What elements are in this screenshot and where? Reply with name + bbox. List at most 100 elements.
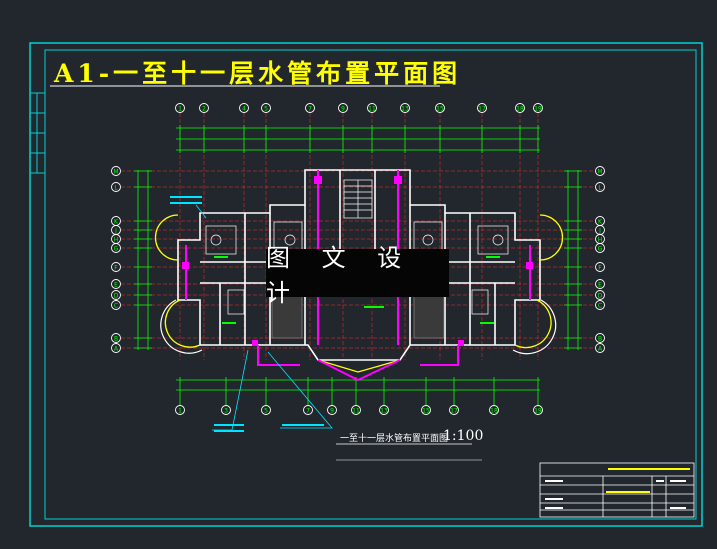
axis-bubble-top-4: 4 (239, 103, 249, 113)
axis-bubble-left-K: K (111, 216, 121, 226)
axis-bubble-bottom-18: 18 (489, 405, 499, 415)
axis-bubble-left-D: D (111, 290, 121, 300)
svg-text:7: 7 (308, 106, 312, 113)
svg-text:17: 17 (478, 106, 486, 113)
axis-bubble-bottom-17: 17 (449, 405, 459, 415)
axis-bubble-right-A: A (595, 343, 605, 353)
svg-text:5: 5 (264, 106, 268, 113)
axis-bubble-left-G: G (111, 243, 121, 253)
axis-bubble-top-7: 7 (305, 103, 315, 113)
svg-text:A: A (598, 346, 603, 353)
svg-text:13: 13 (380, 408, 388, 415)
drawing-scale: 1:100 (443, 428, 484, 444)
axis-bubble-left-L: L (111, 182, 121, 192)
axis-bubble-left-E: E (111, 279, 121, 289)
svg-text:13: 13 (401, 106, 409, 113)
axis-bubble-bottom-3: 3 (221, 405, 231, 415)
balconies (154, 214, 564, 373)
svg-text:D: D (598, 293, 603, 300)
axis-bubble-top-2: 2 (199, 103, 209, 113)
svg-text:9: 9 (330, 408, 334, 415)
svg-text:J: J (114, 228, 117, 235)
axis-bubble-bottom-13: 13 (379, 405, 389, 415)
svg-text:M: M (597, 169, 602, 176)
axis-bubble-right-J: J (595, 225, 605, 235)
axis-bubble-top-15: 15 (435, 103, 445, 113)
svg-text:J: J (598, 228, 601, 235)
dimension-ticks (134, 125, 582, 405)
svg-text:C: C (114, 303, 118, 310)
svg-text:18: 18 (490, 408, 498, 415)
svg-text:K: K (598, 219, 603, 226)
title-block (539, 462, 695, 518)
drawing-title: A1-一至十一层水管布置平面图 (54, 59, 462, 88)
svg-text:A: A (114, 346, 119, 353)
svg-text:9: 9 (341, 106, 345, 113)
axis-bubble-bottom-19: 19 (533, 405, 543, 415)
svg-text:F: F (598, 265, 602, 272)
axis-bubble-right-H: H (595, 234, 605, 244)
svg-text:1: 1 (178, 408, 182, 415)
svg-text:H: H (114, 237, 119, 244)
svg-text:F: F (114, 265, 118, 272)
svg-text:5: 5 (264, 408, 268, 415)
svg-text:19: 19 (534, 106, 542, 113)
axis-bubble-top-11: 11 (367, 103, 377, 113)
axis-bubble-left-H: H (111, 234, 121, 244)
svg-text:G: G (598, 246, 603, 253)
svg-text:17: 17 (450, 408, 458, 415)
svg-text:18: 18 (516, 106, 524, 113)
svg-text:B: B (114, 336, 118, 343)
svg-text:E: E (598, 282, 602, 289)
svg-text:7: 7 (306, 408, 310, 415)
svg-text:11: 11 (368, 106, 376, 113)
axis-bubble-left-J: J (111, 225, 121, 235)
axis-bubble-right-M: M (595, 166, 605, 176)
axis-bubble-top-18: 18 (515, 103, 525, 113)
stair (343, 179, 373, 219)
svg-text:H: H (598, 237, 603, 244)
axis-bubble-right-E: E (595, 279, 605, 289)
axis-bubble-bottom-5: 5 (261, 405, 271, 415)
axis-bubble-left-A: A (111, 343, 121, 353)
axis-bubble-right-F: F (595, 262, 605, 272)
axis-bubble-top-1: 1 (175, 103, 185, 113)
axis-bubble-left-C: C (111, 300, 121, 310)
svg-text:B: B (598, 336, 602, 343)
svg-text:C: C (598, 303, 602, 310)
svg-text:L: L (114, 185, 118, 192)
drawing-caption: 一至十一层水管布置平面图 (340, 434, 449, 444)
svg-text:L: L (598, 185, 602, 192)
svg-text:1: 1 (178, 106, 182, 113)
axis-bubble-top-13: 13 (400, 103, 410, 113)
axis-bubble-bottom-9: 9 (327, 405, 337, 415)
axis-bubble-top-19: 19 (533, 103, 543, 113)
svg-text:19: 19 (534, 408, 542, 415)
axis-bubble-right-B: B (595, 333, 605, 343)
axis-bubble-bottom-15: 15 (421, 405, 431, 415)
svg-text:15: 15 (436, 106, 444, 113)
dimension-chains (137, 127, 579, 391)
axis-bubble-right-D: D (595, 290, 605, 300)
axis-bubble-top-17: 17 (477, 103, 487, 113)
axis-bubble-right-G: G (595, 243, 605, 253)
svg-text:E: E (114, 282, 118, 289)
svg-text:11: 11 (352, 408, 360, 415)
axis-bubble-bottom-7: 7 (303, 405, 313, 415)
svg-text:4: 4 (242, 106, 246, 113)
svg-text:15: 15 (422, 408, 430, 415)
svg-text:D: D (114, 293, 119, 300)
axis-bubble-left-F: F (111, 262, 121, 272)
outer-frame (29, 42, 703, 527)
axis-bubble-left-M: M (111, 166, 121, 176)
axis-bubble-right-K: K (595, 216, 605, 226)
axis-bubble-bottom-11: 11 (351, 405, 361, 415)
axis-bubble-top-9: 9 (338, 103, 348, 113)
axis-bubble-right-L: L (595, 182, 605, 192)
axis-bubble-right-C: C (595, 300, 605, 310)
axis-bubble-left-B: B (111, 333, 121, 343)
kitchen-hatch (271, 295, 445, 339)
svg-text:M: M (113, 169, 118, 176)
